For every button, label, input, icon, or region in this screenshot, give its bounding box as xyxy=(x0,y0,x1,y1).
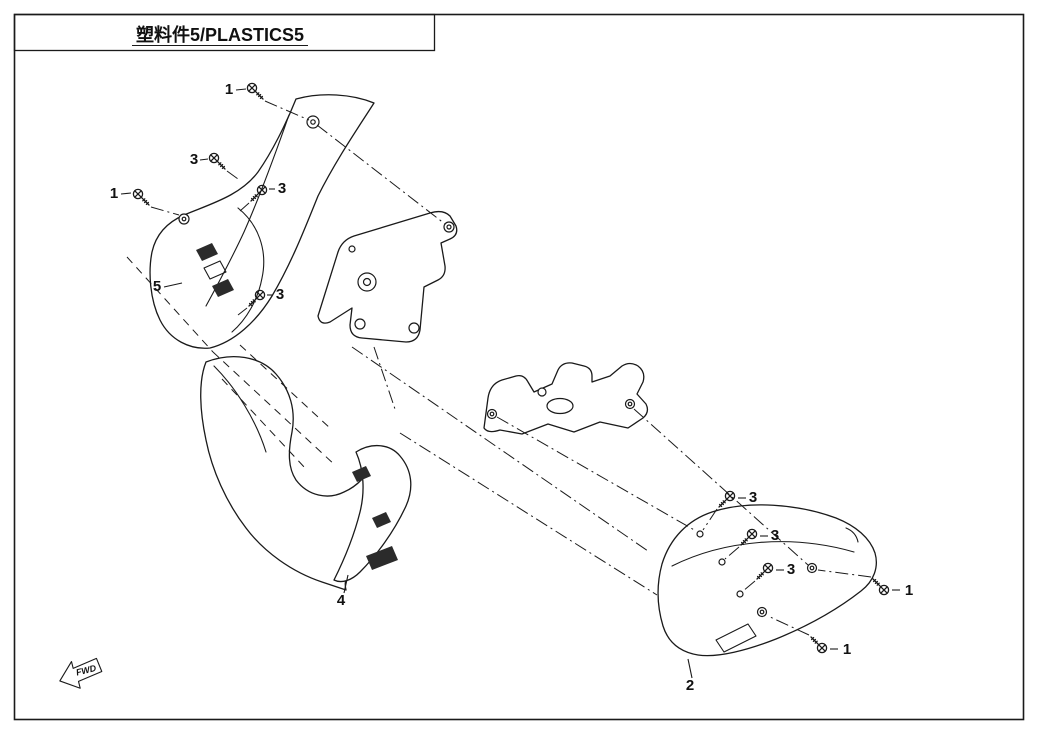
callout-number: 3 xyxy=(749,489,757,506)
callout-number: 1 xyxy=(905,582,913,599)
explosion-axis-line xyxy=(399,432,658,596)
part-4-slot xyxy=(372,512,391,528)
part-5-top-hole-center xyxy=(310,119,316,125)
part-2-crease xyxy=(671,541,855,567)
right-bracket-hole-right-center xyxy=(627,401,633,407)
part-2-lower-panel xyxy=(657,504,877,657)
construction-line xyxy=(126,256,214,353)
screw-icon-1-top xyxy=(246,82,264,100)
leader-line xyxy=(742,580,756,592)
leader-line xyxy=(239,202,250,212)
leader-line xyxy=(316,124,446,225)
screw-icon-3a xyxy=(208,152,226,170)
part-5-left-hole-center xyxy=(181,216,187,222)
screw-icon-1-right-upper xyxy=(872,578,890,596)
part-2-outline xyxy=(657,504,877,657)
title-block: 塑料件5/PLASTICS5 xyxy=(13,13,436,52)
part-5-vent-slot xyxy=(196,243,218,261)
part-2-screw-hole xyxy=(718,558,726,566)
page-title: 塑料件5/PLASTICS5 xyxy=(136,24,304,45)
part-5-vent-slot xyxy=(212,279,234,297)
explosion-axis-line xyxy=(351,346,649,552)
part-5-side-panel xyxy=(149,94,375,349)
leader-lines xyxy=(126,100,872,636)
page-border xyxy=(13,13,1025,721)
callout-number: 1 xyxy=(225,81,233,98)
callout-tick xyxy=(163,282,183,288)
callout-tick xyxy=(235,88,247,91)
leader-line xyxy=(373,346,397,413)
callout-number: 3 xyxy=(190,151,198,168)
callout-tick xyxy=(687,658,693,679)
part-2-slot xyxy=(715,623,757,653)
callout-tick xyxy=(120,192,132,195)
part-5-inner-rib xyxy=(231,207,265,333)
callout-tick xyxy=(343,574,349,594)
part-5-vent-slot xyxy=(203,260,227,280)
part-4-crease xyxy=(213,365,267,453)
callout-number: 1 xyxy=(110,185,118,202)
upper-bracket-outline xyxy=(317,210,458,343)
right-bracket-hole-left-center xyxy=(489,411,495,417)
callout-number: 3 xyxy=(276,286,284,303)
callout-number: 3 xyxy=(771,527,779,544)
fwd-label: FWD xyxy=(75,663,98,678)
part-4-overlay-panel xyxy=(333,445,412,583)
right-bracket-oval-hole xyxy=(546,397,574,415)
upper-bracket-small-hole xyxy=(348,245,356,253)
leader-line xyxy=(767,615,810,636)
callout-number: 1 xyxy=(843,641,851,658)
screw-icon-1-left xyxy=(132,188,150,206)
callout-tick xyxy=(199,158,209,161)
fwd-indicator: FWD xyxy=(59,657,103,689)
part-2-bolt-hole-center xyxy=(759,609,765,615)
title-box xyxy=(13,13,436,52)
leader-line xyxy=(237,307,248,316)
part-2-tab xyxy=(845,527,859,543)
construction-line xyxy=(221,378,307,470)
callout-number: 3 xyxy=(278,180,286,197)
leader-line xyxy=(724,546,740,560)
construction-line xyxy=(239,344,332,430)
screw-icon-3d xyxy=(718,490,736,508)
part-2-bolt-hole-center xyxy=(809,565,815,571)
part-2-screw-hole xyxy=(736,590,744,598)
part-5-outline xyxy=(149,94,375,349)
callout-number: 5 xyxy=(153,278,161,295)
part-4-bottom-grip xyxy=(366,546,398,570)
right-bracket-outline xyxy=(483,362,649,435)
upper-mounting-bracket xyxy=(317,210,458,343)
leader-line xyxy=(150,206,180,216)
callout-number: 2 xyxy=(686,677,694,694)
part-4-slot xyxy=(352,466,371,482)
callout-labels: 1 1 3 3 3 5 4 2 3 3 3 1 1 xyxy=(110,81,913,694)
fwd-arrow-icon xyxy=(59,657,103,689)
part-5-inner-edge xyxy=(205,114,290,307)
upper-bracket-lobe-hole xyxy=(354,318,366,330)
leader-line xyxy=(702,508,718,531)
callout-number: 4 xyxy=(337,592,346,609)
leader-line xyxy=(226,170,239,180)
upper-bracket-hole-center xyxy=(446,224,452,230)
part-4-center-panel xyxy=(200,356,412,591)
leader-line xyxy=(264,100,310,121)
callout-number: 3 xyxy=(787,561,795,578)
right-mounting-bracket xyxy=(483,362,649,435)
upper-bracket-large-hole-center xyxy=(362,277,372,287)
part-2-screw-hole xyxy=(696,530,704,538)
leader-line xyxy=(496,416,697,532)
screw-icon-1-right-lower xyxy=(810,636,828,654)
leader-line xyxy=(817,569,872,578)
upper-bracket-lobe-hole xyxy=(408,322,420,334)
leader-line xyxy=(633,408,809,566)
right-bracket-small-hole xyxy=(537,387,547,397)
